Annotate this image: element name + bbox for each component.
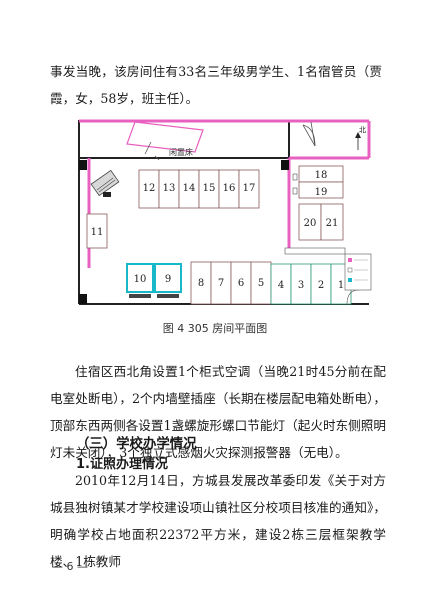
bed-10: 10: [134, 274, 147, 285]
subsection-heading-licenses: 1.证照办理情况: [76, 457, 168, 472]
bed-6: 6: [238, 278, 244, 289]
figure-caption: 图 4 305 房间平面图: [162, 322, 268, 335]
north-arrow-icon: 北: [355, 126, 366, 150]
section-heading-school-operation: （三）学校办学情况: [76, 437, 197, 452]
ac-unit: [90, 169, 120, 197]
bed-9: 9: [165, 274, 171, 285]
bed-5: 5: [258, 278, 264, 289]
bed-7: 7: [218, 278, 224, 289]
page-number: — 6 —: [52, 560, 88, 573]
bed-12: 12: [143, 183, 156, 194]
bed-8: 8: [198, 278, 204, 289]
north-label: 北: [359, 126, 366, 134]
bed-11: 11: [91, 227, 104, 238]
idle-bed: 闲置床: [126, 121, 204, 161]
bed-19: 19: [315, 187, 328, 198]
bed-15: 15: [203, 183, 216, 194]
bed-3: 3: [298, 280, 304, 291]
floor-plan-figure: 闲置床 12 13 14 15 16 17 11 18 19: [78, 119, 372, 305]
legend-box: [344, 253, 372, 291]
bed-20: 20: [304, 218, 317, 229]
bed-16: 16: [223, 183, 236, 194]
paragraph-facilities: 住宿区西北角设置1个柜式空调（当晚21时45分前在配电室处断电），2个内墙壁插座…: [50, 364, 386, 460]
bed-18: 18: [315, 170, 328, 181]
bed-14: 14: [183, 183, 196, 194]
bed-4: 4: [278, 280, 284, 291]
bed-1: 1: [338, 280, 344, 291]
paragraph-licenses: 2010年12月14日，方城县发展改革委印发《关于对方城县独树镇某才学校建设项山…: [50, 473, 386, 569]
bed-13: 13: [163, 183, 176, 194]
bed-21: 21: [326, 218, 339, 229]
bed-2: 2: [318, 280, 324, 291]
idle-bed-label: 闲置床: [169, 147, 193, 157]
bed-17: 17: [243, 183, 256, 194]
paragraph-incident-night: 事发当晚，该房间住有33名三年级男学生、1名宿管员（贾霞，女，58岁，班主任）。: [50, 64, 382, 106]
